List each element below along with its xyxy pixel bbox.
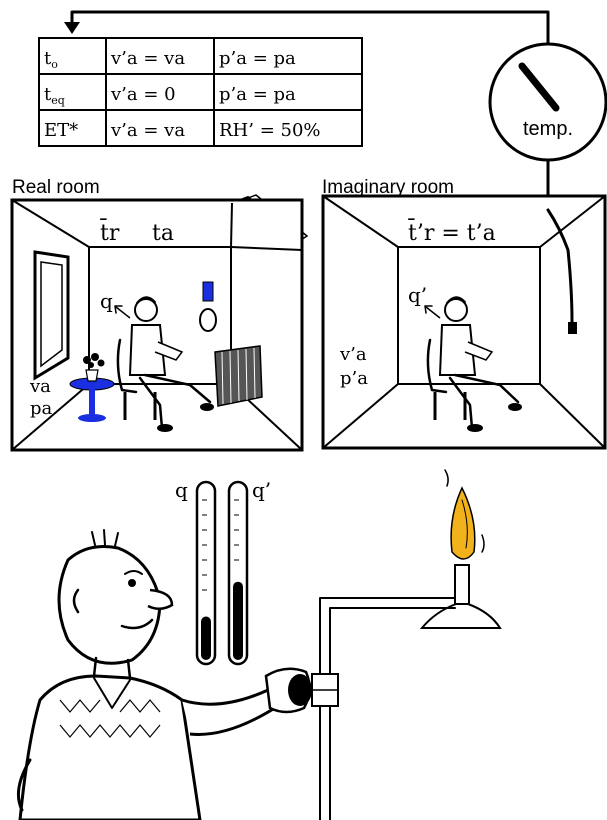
air-velocity-label: v’a	[339, 344, 367, 365]
equivalent-temp-equation: t̄’r = t’a	[408, 218, 496, 246]
mean-radiant-temp-label: t̄r	[100, 218, 120, 246]
table-cell-state: teq	[44, 84, 65, 107]
seated-person-icon	[116, 296, 214, 432]
table-cell-velocity: v’a = va	[110, 48, 185, 69]
vapor-pressure-label: pa	[30, 398, 53, 419]
table-cell-condition: p’a = pa	[219, 48, 296, 69]
vapor-pressure-label: p’a	[340, 368, 368, 389]
temperature-gauge: temp.	[488, 42, 607, 196]
thermometer-right-fill	[233, 581, 243, 660]
conditions-table: to v’a = va p’a = pa teq v’a = 0 p’a = p…	[38, 37, 363, 147]
sensor-cable-icon	[546, 208, 574, 324]
gauge-needle-icon	[518, 62, 560, 112]
gauge-label: temp.	[523, 118, 573, 140]
seated-person-icon	[426, 296, 522, 432]
flame-icon	[450, 486, 476, 560]
arrow-down-icon	[64, 22, 80, 34]
air-temp-label: ta	[152, 221, 174, 246]
air-velocity-label: va	[29, 376, 51, 397]
real-room: t̄r ta q va pa	[10, 194, 309, 452]
imaginary-room-title: Imaginary room	[322, 177, 454, 198]
imaginary-room: t̄’r = t’a q’ v’a p’a	[321, 194, 607, 450]
table-cell-velocity: v’a = 0	[110, 84, 176, 105]
clock-icon	[199, 308, 217, 332]
thermometer-left-label: q	[175, 478, 188, 502]
blue-picture-icon	[202, 281, 214, 302]
table-cell-state: ET*	[44, 120, 78, 141]
thermometer-left	[195, 480, 217, 666]
man-operating-valve-icon	[16, 529, 312, 820]
heat-flow-arrow-icon	[425, 306, 441, 319]
gas-burner	[311, 469, 502, 820]
heat-loss-label: q’	[408, 283, 427, 307]
side-table-icon	[69, 353, 115, 422]
feedback-line	[64, 10, 550, 46]
thermometer-left-fill	[201, 616, 211, 660]
table-cell-velocity: v’a = va	[110, 120, 185, 141]
heat-flow-arrow-icon	[115, 306, 131, 319]
heat-thermometers: q q’	[175, 478, 271, 666]
table-cell-state: to	[44, 48, 58, 71]
table-cell-condition: RH’ = 50%	[219, 120, 321, 141]
thermometer-right-label: q’	[252, 478, 271, 502]
table-cell-condition: p’a = pa	[219, 84, 296, 105]
radiator-icon	[214, 345, 263, 407]
heat-loss-label: q	[100, 289, 113, 313]
real-room-title: Real room	[12, 177, 100, 198]
